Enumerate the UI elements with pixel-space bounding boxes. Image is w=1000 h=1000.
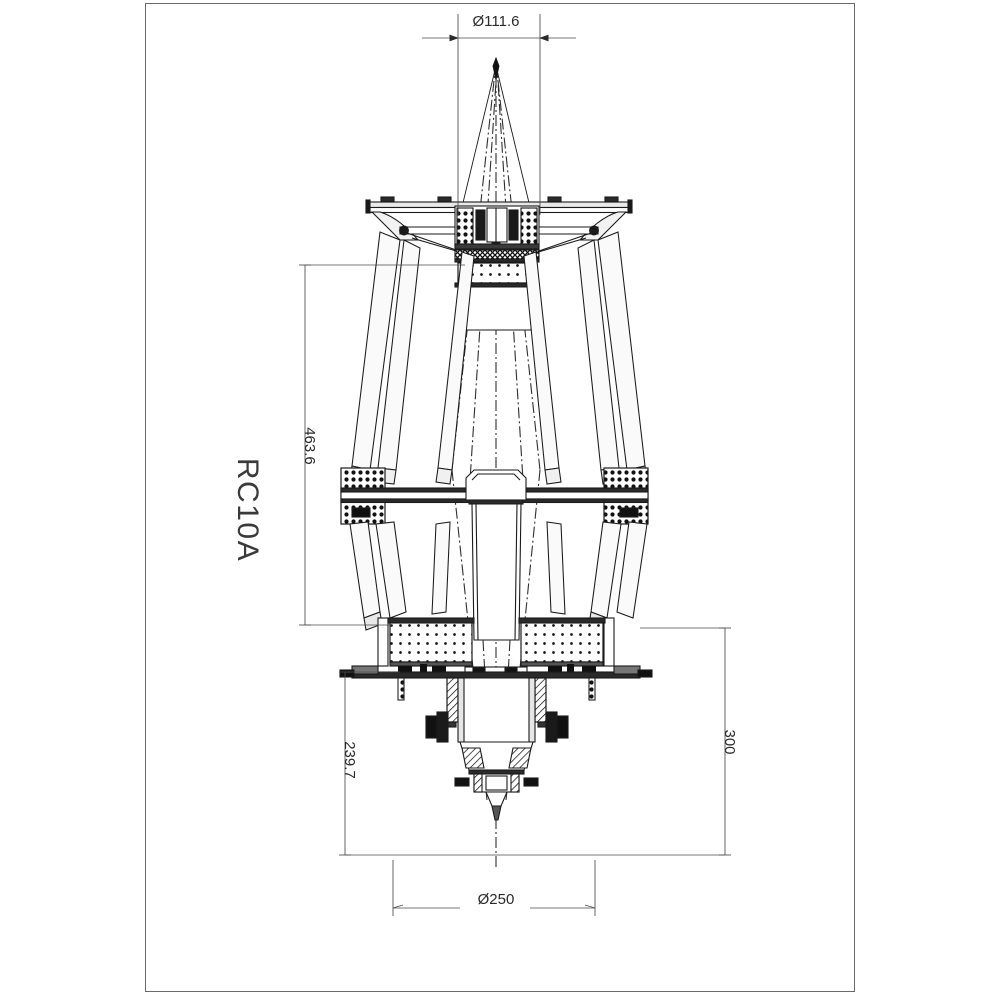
dimension-label-cell-to-focuser: 239.7	[341, 741, 358, 779]
dimension-primary-aperture	[392, 860, 596, 916]
focuser-assembly	[425, 677, 569, 821]
dimension-label-primary-aperture: Ø250	[478, 891, 515, 908]
dimension-back-height	[600, 627, 731, 856]
secondary-mirror-assembly	[365, 196, 633, 331]
primary-mirror-cell	[339, 617, 653, 679]
dimension-truss-length	[299, 264, 465, 626]
dimension-cell-to-focuser	[339, 671, 600, 856]
model-label: RC10A	[231, 458, 264, 562]
dimension-top-aperture	[422, 14, 576, 215]
rear-tube-skirt	[397, 677, 596, 701]
dimension-label-truss-length: 463.6	[301, 427, 318, 465]
truss-tubes-lower	[349, 521, 648, 631]
dimension-label-back-height: 300	[721, 729, 738, 754]
dimension-label-top-aperture: Ø111.6	[473, 13, 520, 30]
